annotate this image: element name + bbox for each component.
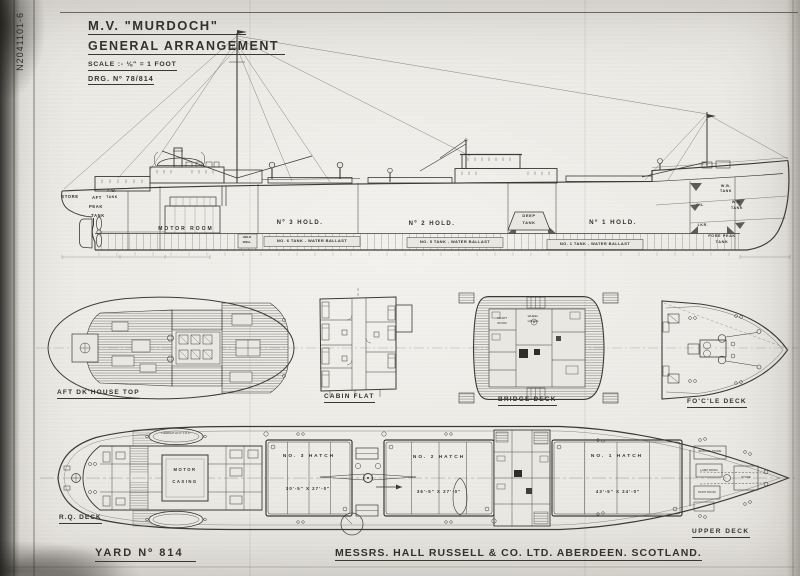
- store-plan-label: STORE: [741, 475, 751, 479]
- tank-5-label: NO. 5 TANK - WATER BALLAST: [419, 239, 491, 244]
- cabin-flat-label: CABIN FLAT: [324, 393, 375, 403]
- fw-tank-label-1: F.W.: [107, 189, 117, 193]
- wheel-house-label-2: HOUSE: [527, 319, 539, 323]
- hold-well-label-1: HOLD: [242, 235, 252, 239]
- tank-6-label: NO. 6 TANK - WATER BALLAST: [276, 238, 348, 243]
- oil-label: OIL: [696, 203, 704, 207]
- drawing-number: DRG. Nº 78/814: [88, 74, 154, 85]
- chart-room-label-1: CHART: [496, 316, 508, 320]
- aft-peak-tank-label-3: TANK: [91, 213, 105, 218]
- tank-1-label: NO. 1 TANK - WATER BALLAST: [559, 241, 631, 246]
- drawing-scale: SCALE :- ⅛" = 1 FOOT: [88, 61, 177, 72]
- hatch-1-label: NO. 1 HATCH: [590, 454, 644, 459]
- wb-tank-upper-label-1: W.B.: [720, 183, 732, 188]
- scan-smudge-bottom-left: [0, 536, 140, 576]
- builder-name: MESSRS. HALL RUSSELL & CO. LTD. ABERDEEN…: [335, 547, 702, 561]
- upper-deck-label: UPPER DECK: [692, 528, 750, 538]
- hatch-1-size-label: 43'-5" X 24'-0": [595, 489, 641, 494]
- cabin-flat-view: [319, 288, 413, 397]
- hold-1-label: Nº 1 HOLD.: [589, 219, 637, 226]
- hold-3-label: Nº 3 HOLD.: [276, 220, 324, 226]
- scan-right-edge: [786, 0, 800, 576]
- hatch-2-label: NO. 2 HATCH: [412, 455, 466, 460]
- aft-peak-tank-label-2: PEAK: [88, 204, 104, 209]
- wheel-house-label-1: WHEEL: [527, 314, 539, 318]
- hatch-2-size-label: 36'-5" X 27'-0": [416, 489, 462, 494]
- aft-dkhouse-top-view: [47, 296, 295, 400]
- store-label: STORE: [61, 194, 79, 199]
- wb-tank-lower-label-1: W.B.: [731, 200, 743, 204]
- deep-tank-label-1: DEEP: [522, 213, 536, 218]
- paint-room-label: PAINT ROOM: [698, 490, 716, 494]
- bosuns-store-label: BOSUN'S STORE: [698, 449, 722, 453]
- yard-number: YARD Nº 814: [95, 548, 196, 562]
- focsle-deck-view: [661, 300, 789, 400]
- bridge-deck-label: BRIDGE DECK: [498, 396, 557, 406]
- chart-room-label-2: ROOM: [497, 321, 507, 325]
- hold-2-label: Nº 2 HOLD.: [408, 221, 456, 227]
- hatch-3-size-label: 30'-5" X 27'-0": [285, 486, 331, 491]
- rq-deck-label: R.Q. DECK: [59, 514, 102, 524]
- scan-left-edge: [0, 0, 20, 576]
- wb-tank-upper-label-2: TANK: [719, 189, 733, 193]
- focsle-deck-label: FO'C'LE DECK: [687, 398, 747, 408]
- scan-smudge-top-left: [0, 0, 46, 102]
- bridge-deck-view: [458, 292, 619, 404]
- fore-peak-tank-label-1: FORE PEAK: [708, 233, 736, 238]
- motor-casing-label-2: CASING: [172, 479, 198, 484]
- fore-peak-tank-label-2: TANK: [715, 239, 729, 244]
- hatch-3-label: NO. 3 HATCH: [282, 454, 336, 459]
- deep-tank-label-2: TANK: [522, 220, 536, 225]
- side-elevation-view: [61, 30, 791, 259]
- motor-room-label: MOTOR ROOM: [158, 226, 214, 232]
- archive-number: N2041101-6: [15, 12, 25, 71]
- lifeboat-label: LIFEBOAT 22'-6" X 8'-6": [161, 432, 191, 435]
- lamp-room-label: LAMP ROOM: [700, 468, 718, 472]
- wb-tank-lower-label-2: TANK: [730, 205, 744, 210]
- upper-deck-plan-view: [40, 425, 795, 536]
- fw-tank-label-2: TANK: [106, 194, 118, 199]
- aft-peak-tank-label-1: AFT: [92, 194, 102, 200]
- deck-views-row: [36, 288, 798, 404]
- locker-label: LKR.: [697, 223, 709, 227]
- aft-dkhouse-top-label: AFT DK'HOUSE TOP: [57, 389, 140, 399]
- drawing-title: GENERAL ARRANGEMENT: [88, 40, 286, 55]
- ship-name: M.V. "MURDOCH": [88, 19, 247, 35]
- motor-casing-label-1: MOTOR: [173, 467, 197, 472]
- hold-well-label-2: WELL: [242, 240, 252, 244]
